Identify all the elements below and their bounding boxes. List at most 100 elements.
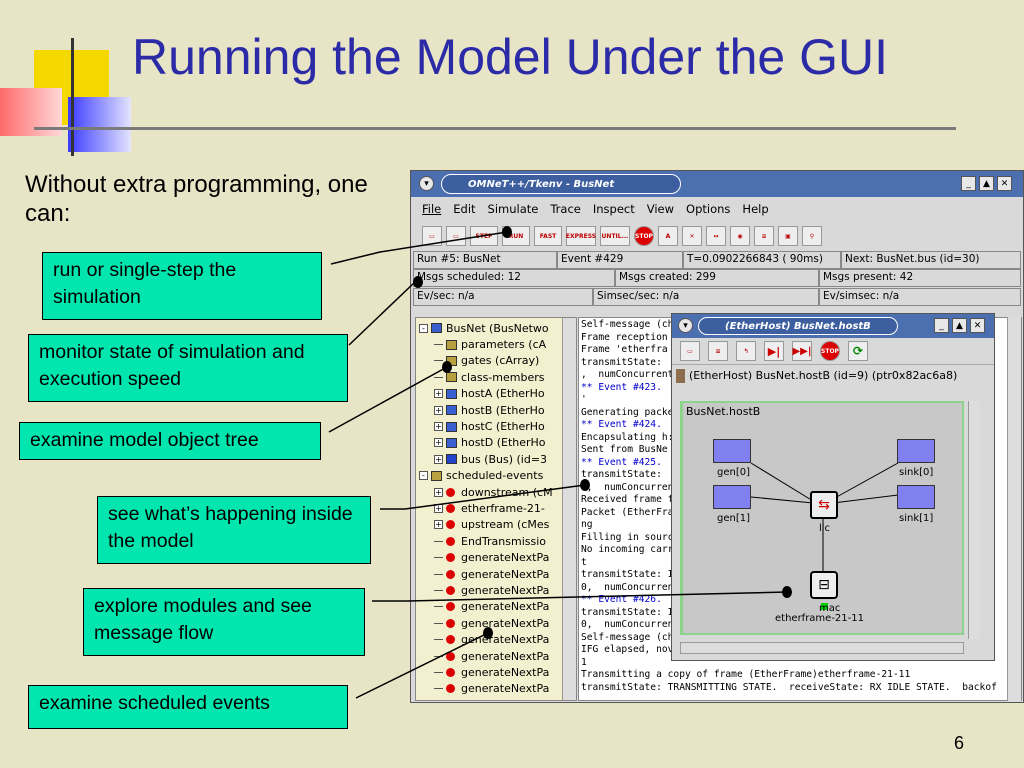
module-canvas[interactable]: BusNet.hostB gen[0] gen[1] sink[0] sink[… <box>680 401 964 635</box>
run-button[interactable]: RUN <box>502 226 530 246</box>
connection-lines <box>750 462 899 573</box>
go-up-icon[interactable]: ↰ <box>736 341 756 361</box>
tree-item[interactable]: class-members <box>416 369 576 385</box>
tree-connector-icon <box>434 557 443 559</box>
inner-stop-icon[interactable]: STOP <box>820 341 840 361</box>
tree-scrollbar[interactable] <box>562 318 576 700</box>
inner-fast-icon[interactable]: ▶▶| <box>792 341 812 361</box>
expand-toggle-icon[interactable]: + <box>434 487 443 497</box>
expand-toggle-icon[interactable]: + <box>434 389 443 399</box>
menu-file[interactable]: File <box>422 202 442 216</box>
expand-toggle-icon[interactable]: + <box>434 438 443 448</box>
menu-inspect[interactable]: Inspect <box>592 202 635 216</box>
expand-toggle-icon[interactable]: + <box>434 520 443 530</box>
tree-item[interactable]: +downstream (cM <box>416 484 576 500</box>
message-icon <box>446 536 455 546</box>
new-run-icon[interactable]: ▭ <box>422 226 442 246</box>
tree-item[interactable]: +upstream (cMes <box>416 517 576 533</box>
output-icon[interactable]: ▣ <box>778 226 798 246</box>
timeline-icon[interactable]: ↔ <box>706 226 726 246</box>
menu-help[interactable]: Help <box>742 202 769 216</box>
gen1-module[interactable] <box>713 485 751 509</box>
tree-item[interactable]: +bus (Bus) (id=3 <box>416 451 576 467</box>
close-button[interactable]: ✕ <box>997 176 1012 191</box>
window-menu-button[interactable]: ▾ <box>419 176 434 191</box>
time-status: T=0.0902266843 ( 90ms) <box>683 251 841 269</box>
tree-item[interactable]: -scheduled-events <box>416 468 576 484</box>
stop-button[interactable]: STOP <box>634 226 654 246</box>
until-button[interactable]: UNTIL... <box>600 226 630 246</box>
menu-options[interactable]: Options <box>686 202 731 216</box>
status-row-1: Run #5: BusNet Event #429 T=0.0902266843… <box>411 251 1023 269</box>
expand-toggle-icon[interactable]: + <box>434 454 443 464</box>
tree-item[interactable]: generateNextPa <box>416 566 576 582</box>
inspect-icon[interactable]: ◉ <box>730 226 750 246</box>
tree-connector-icon <box>434 540 443 542</box>
inner-close-button[interactable]: ✕ <box>970 318 985 333</box>
tree-item[interactable]: generateNextPa <box>416 599 576 615</box>
menu-trace[interactable]: Trace <box>550 202 581 216</box>
sink0-module[interactable] <box>897 439 935 463</box>
maximize-button[interactable]: ▲ <box>979 176 994 191</box>
log-scrollbar[interactable] <box>1007 317 1021 701</box>
tree-item[interactable]: generateNextPa <box>416 615 576 631</box>
inner-minimize-button[interactable]: _ <box>934 318 949 333</box>
expand-toggle-icon[interactable]: - <box>419 323 428 333</box>
tree-item[interactable]: +hostC (EtherHo <box>416 418 576 434</box>
tree-item[interactable]: generateNextPa <box>416 664 576 680</box>
tree-icon[interactable]: ≡ <box>754 226 774 246</box>
expand-toggle-icon[interactable]: + <box>434 503 443 513</box>
link-llc-sink1 <box>832 494 899 504</box>
tree-item[interactable]: +hostB (EtherHo <box>416 402 576 418</box>
expand-toggle-icon[interactable]: + <box>434 422 443 432</box>
tree-item[interactable]: generateNextPa <box>416 631 576 647</box>
refresh-icon[interactable]: ⟳ <box>848 341 868 361</box>
tree-item[interactable]: +hostD (EtherHo <box>416 435 576 451</box>
menu-view[interactable]: View <box>646 202 675 216</box>
gen0-module[interactable] <box>713 439 751 463</box>
module-icon <box>446 437 457 448</box>
network-icon[interactable]: ✕ <box>682 226 702 246</box>
toolbar: ▭ ▭ STEP RUN FAST EXPRESS UNTIL... STOP … <box>411 221 1023 251</box>
canvas-vscrollbar[interactable] <box>968 401 980 639</box>
tree-item[interactable]: EndTransmissio <box>416 533 576 549</box>
tree-item[interactable]: generateNextPa <box>416 648 576 664</box>
event-status: Event #429 <box>557 251 683 269</box>
expand-toggle-icon[interactable]: + <box>434 405 443 415</box>
new-network-icon[interactable]: ▭ <box>446 226 466 246</box>
llc-module[interactable]: ⇆ <box>810 491 838 519</box>
tree-item[interactable]: parameters (cA <box>416 336 576 352</box>
expand-toggle-icon[interactable]: - <box>419 471 428 481</box>
tree-item[interactable]: +etherframe-21- <box>416 500 576 516</box>
log-line: Received frame f <box>581 494 674 505</box>
log-line: IFG elapsed, nov <box>581 644 674 655</box>
tree-item[interactable]: -BusNet (BusNetwo <box>416 320 576 336</box>
message-icon <box>446 651 455 661</box>
menu-edit[interactable]: Edit <box>453 202 476 216</box>
tree-item[interactable]: gates (cArray) <box>416 353 576 369</box>
inner-maximize-button[interactable]: ▲ <box>952 318 967 333</box>
tree-item-label: generateNextPa <box>461 616 550 630</box>
tree-item[interactable]: generateNextPa <box>416 681 576 697</box>
parent-module-icon[interactable]: ▭ <box>680 341 700 361</box>
step-button[interactable]: STEP <box>470 226 498 246</box>
search-icon[interactable]: ⚲ <box>802 226 822 246</box>
fast-button[interactable]: FAST <box>534 226 562 246</box>
minimize-button[interactable]: _ <box>961 176 976 191</box>
inner-run-icon[interactable]: ▶| <box>764 341 784 361</box>
run-status: Run #5: BusNet <box>413 251 557 269</box>
menu-simulate[interactable]: Simulate <box>487 202 539 216</box>
tree-connector-icon <box>434 606 443 608</box>
tree-item[interactable]: generateNextPa <box>416 549 576 565</box>
find-icon[interactable]: A <box>658 226 678 246</box>
mac-module[interactable]: ⊟ <box>810 571 838 599</box>
sink1-module[interactable] <box>897 485 935 509</box>
tree-item[interactable]: generateNextPa <box>416 582 576 598</box>
tree-item[interactable]: +hostA (EtherHo <box>416 386 576 402</box>
module-output-icon[interactable]: ≡ <box>708 341 728 361</box>
inner-window-menu-button[interactable]: ▾ <box>678 318 693 333</box>
log-line: transmitState: TRANSMITTING STATE. recei… <box>581 681 997 693</box>
canvas-hscrollbar[interactable] <box>680 642 964 654</box>
express-button[interactable]: EXPRESS <box>566 226 596 246</box>
